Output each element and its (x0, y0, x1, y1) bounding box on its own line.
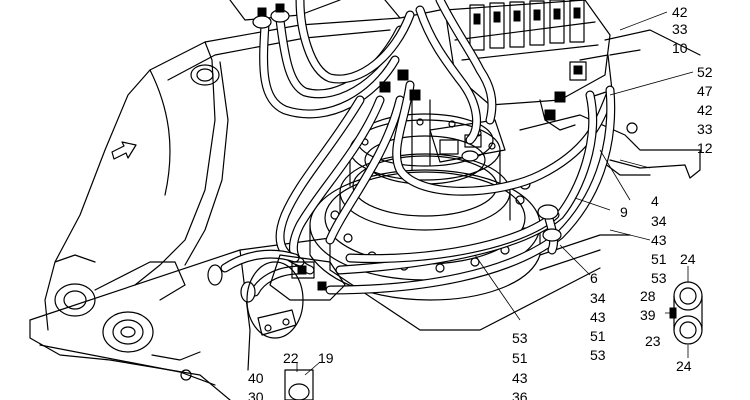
callout-43: 43 (512, 370, 528, 386)
front-arrow-icon (111, 141, 137, 160)
callout-43: 43 (590, 309, 606, 325)
callout-4: 4 (651, 193, 659, 209)
callout-33: 33 (697, 121, 713, 137)
hydraulic-hoses (220, 0, 616, 297)
callout-labels: 42 33 10 52 47 42 33 12 4 34 43 51 53 9 … (248, 4, 713, 400)
callout-52: 52 (697, 64, 713, 80)
callout-24: 24 (680, 251, 696, 267)
detail-view-right (669, 281, 703, 345)
hose-fittings (252, 3, 566, 242)
callout-33: 33 (672, 21, 688, 37)
callout-6: 6 (590, 270, 598, 286)
callout-40: 40 (248, 370, 264, 386)
callout-47: 47 (697, 83, 713, 99)
control-valve (444, 0, 701, 131)
callout-28: 28 (640, 288, 656, 304)
callout-22: 22 (283, 350, 299, 366)
callout-30: 30 (248, 389, 264, 400)
callout-9: 9 (620, 204, 628, 220)
callout-43: 43 (651, 232, 667, 248)
callout-12: 12 (697, 140, 713, 156)
callout-39: 39 (640, 307, 656, 323)
callout-51: 51 (590, 328, 606, 344)
callout-42: 42 (672, 4, 688, 20)
fitting-block (207, 254, 346, 339)
callout-23: 23 (645, 333, 661, 349)
callout-10: 10 (672, 40, 688, 56)
callout-51: 51 (651, 251, 667, 267)
leader-lines (296, 11, 694, 376)
swing-frame (29, 0, 441, 400)
callout-53: 53 (590, 347, 606, 363)
callout-19: 19 (318, 350, 334, 366)
callout-53: 53 (512, 330, 528, 346)
callout-36: 36 (512, 389, 528, 400)
callout-34: 34 (651, 213, 667, 229)
callout-24: 24 (676, 358, 692, 374)
callout-42: 42 (697, 102, 713, 118)
callout-34: 34 (590, 290, 606, 306)
callout-53: 53 (651, 270, 667, 286)
callout-51: 51 (512, 350, 528, 366)
detail-inset-bottom (284, 369, 314, 400)
